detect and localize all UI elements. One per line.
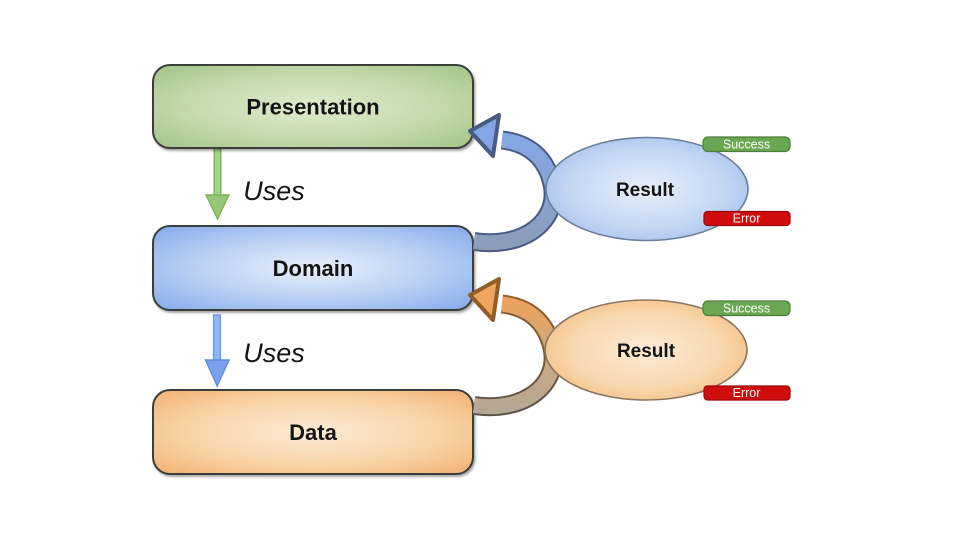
presentation-label: Presentation	[246, 95, 379, 120]
data-label: Data	[289, 420, 337, 445]
success-badge	[702, 136, 791, 153]
error-badge-label: Error	[733, 386, 761, 400]
result-ellipse-shape	[545, 136, 749, 242]
result-label: Result	[617, 341, 676, 362]
domain-label: Domain	[273, 256, 354, 281]
result-arrow-band	[472, 296, 561, 415]
uses-arrow-domain-data: Uses	[204, 314, 305, 388]
result-ellipse-orange: Result Success Error	[544, 299, 791, 401]
result-arrow-band	[472, 132, 561, 251]
uses-arrow-shaft	[212, 314, 222, 363]
data-box-shape	[152, 389, 474, 475]
layer-box-domain: Domain	[152, 225, 474, 311]
success-badge	[702, 300, 791, 317]
uses-arrowhead-icon	[204, 194, 231, 221]
domain-box-shape	[152, 225, 474, 311]
error-badge	[703, 385, 791, 401]
layer-box-data: Data	[152, 389, 474, 475]
result-ellipse-blue: Result Success Error	[545, 136, 791, 242]
result-arrow-data-domain	[468, 277, 563, 417]
result-arrowhead-icon	[468, 277, 501, 322]
result-label: Result	[616, 180, 675, 201]
uses-label: Uses	[243, 338, 305, 368]
result-arrowhead-icon	[468, 113, 501, 158]
uses-arrowhead-icon	[204, 359, 231, 388]
uses-arrow-presentation-domain: Uses	[204, 147, 305, 221]
result-ellipse-shape	[544, 299, 748, 401]
success-badge-label: Success	[723, 301, 770, 315]
presentation-box-shape	[152, 64, 474, 149]
layer-box-presentation: Presentation	[152, 64, 474, 149]
result-arrow-domain-presentation	[468, 113, 563, 253]
error-badge-label: Error	[733, 212, 761, 226]
error-badge	[703, 210, 791, 227]
uses-arrow-shaft	[213, 147, 222, 198]
uses-label: Uses	[243, 176, 305, 206]
success-badge-label: Success	[723, 137, 770, 151]
